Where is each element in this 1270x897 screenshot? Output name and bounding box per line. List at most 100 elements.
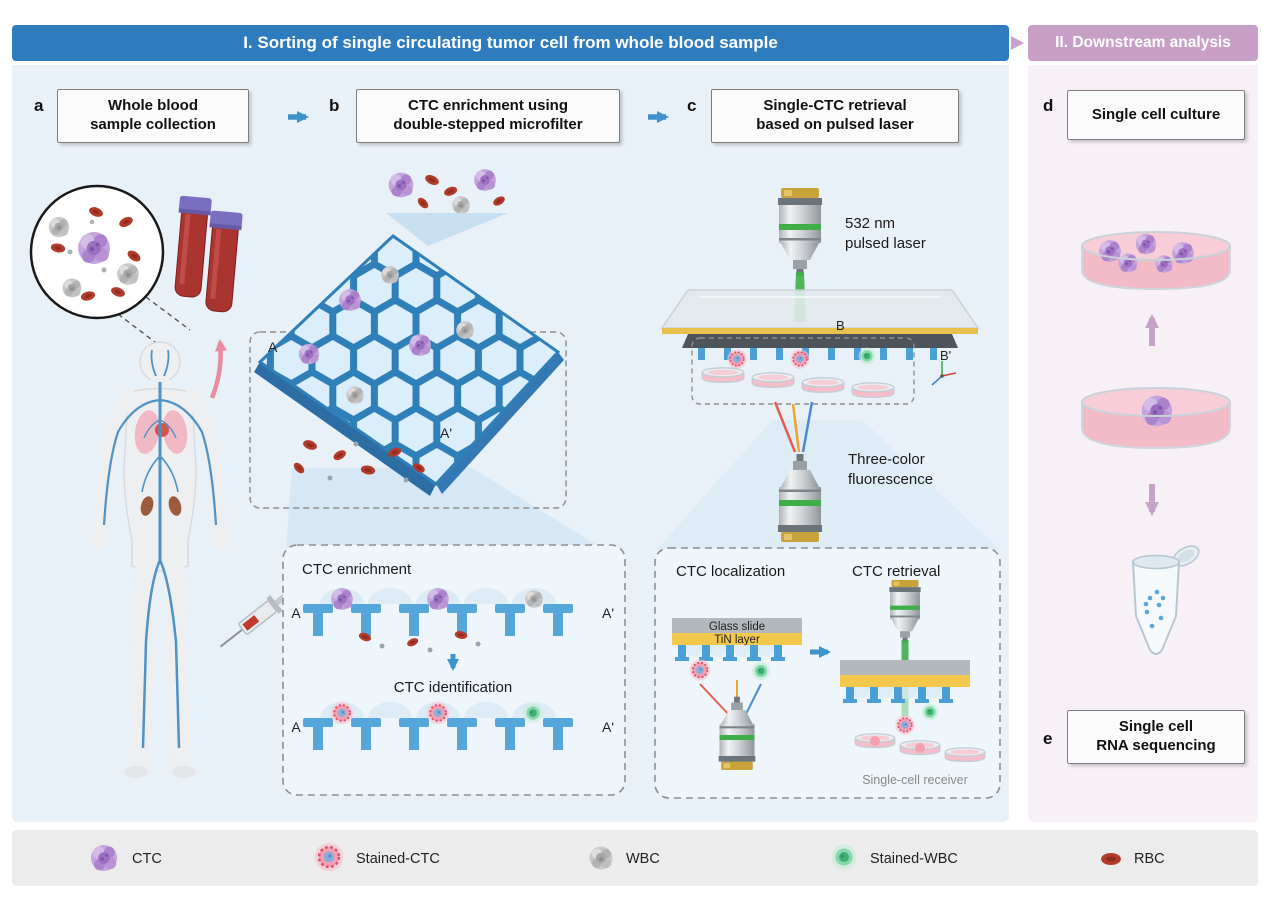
rna-dots (1143, 589, 1166, 629)
ctc-cell-icon (1141, 395, 1173, 427)
panel-b-title-box: CTC enrichment using double-stepped micr… (356, 89, 620, 143)
legend-bar (12, 830, 1258, 886)
ctc-cell-icon (298, 343, 320, 365)
receiver-dish-icon (751, 372, 795, 388)
blood-smear-circle (29, 184, 165, 320)
blood-tubes-icon (174, 195, 243, 313)
wbc-cell-icon (525, 590, 543, 608)
ctc-cell-icon (427, 588, 449, 610)
stained-ctc-cell-icon (726, 348, 748, 370)
wbc-cell-icon (48, 216, 70, 238)
ctc-cell-icon (331, 588, 353, 610)
receiver-dish-icon (944, 747, 986, 763)
panel-b-title-line2: double-stepped microfilter (393, 116, 583, 133)
stained-wbc-cell-icon (751, 661, 771, 681)
callout-line (117, 313, 169, 353)
filter-slab (682, 334, 958, 348)
collected-cell (870, 736, 880, 746)
ctc-cell-icon (1155, 255, 1173, 273)
glass-slide-bar (840, 660, 970, 675)
culture-dish-icon (1081, 231, 1231, 291)
panel-a-title-line2: sample collection (90, 116, 216, 133)
blood-draw-arrow-icon (209, 339, 227, 399)
a-prime-label: A' (602, 719, 614, 735)
legend-stained-ctc-label: Stained-CTC (356, 851, 440, 867)
syringe-icon (219, 591, 290, 648)
zoom-beam (286, 468, 600, 547)
panel-c-title-line1: Single-CTC retrieval (763, 97, 907, 115)
receiver-label: Single-cell receiver (862, 773, 968, 787)
ctc-cell-icon (1118, 253, 1138, 273)
step1-title: CTC enrichment (302, 561, 412, 578)
stained-wbc-cell-icon (921, 703, 939, 721)
a-label: A (291, 719, 301, 735)
filter-funnel (386, 213, 508, 246)
retrieval-diagram: Single-cell receiver (840, 580, 986, 787)
panel-c-letter: c (687, 96, 697, 115)
pillars (675, 645, 785, 661)
panel-b-title-line1: CTC enrichment using (407, 97, 568, 115)
wbc-cell-icon (346, 386, 364, 404)
legend-stained-wbc-label: Stained-WBC (870, 851, 958, 867)
tin-layer-bar (672, 633, 802, 645)
receiver-dish-icon (851, 382, 895, 398)
panel-d-letter: d (1043, 96, 1054, 115)
glass-slide-bar (672, 618, 802, 633)
panel-a-title-box: Whole blood sample collection (57, 89, 249, 143)
ctc-cell-icon (474, 169, 496, 191)
section2-header-title: II. Downstream analysis (1055, 34, 1231, 51)
ctc-cell-icon (1135, 233, 1157, 255)
wbc-cell-icon (117, 263, 139, 285)
laser-label-line2: pulsed laser (845, 235, 926, 252)
panel-c-illustration: 532 nm pulsed laser B B' (654, 188, 1001, 799)
rbc-cell-icon (491, 194, 507, 208)
step2-title: CTC identification (394, 679, 512, 696)
human-body-illustration (92, 341, 290, 778)
b-label: B (836, 318, 845, 333)
panel-e-title-line1: Single cell (1118, 718, 1194, 736)
section2-header: II. Downstream analysis (1028, 25, 1258, 61)
tin-layer-edge (662, 328, 978, 334)
single-cell-dish-icon (1081, 387, 1231, 450)
wbc-cell-icon (452, 196, 470, 214)
fluor-label-line1: Three-color (848, 451, 925, 468)
a-prime-label: A' (602, 605, 614, 621)
ejected-ctc-cell-icon (894, 714, 916, 736)
enrichment-inset: CTC enrichment (282, 544, 626, 796)
section-flow-arrow-icon (1011, 36, 1024, 50)
legend-stained-ctc-icon (313, 841, 345, 873)
axes-icon (931, 361, 957, 386)
panel-e-letter: e (1043, 729, 1053, 748)
laser-objective-icon (778, 188, 822, 276)
stained-ctc-cell-icon (329, 700, 355, 726)
glass-slide (660, 289, 980, 329)
sample-tube-icon (1131, 545, 1200, 655)
tin-layer-label: TiN layer (714, 634, 760, 646)
fluor-label-line2: fluorescence (848, 471, 933, 488)
panel-a-title-line1: Whole blood (108, 97, 198, 115)
panel-e-title-line2: RNA sequencing (1096, 737, 1216, 754)
localization-title: CTC localization (676, 563, 785, 580)
ctc-cell-icon (1172, 242, 1194, 264)
ctc-cell-icon (339, 289, 361, 311)
wbc-cell-icon (62, 278, 82, 298)
ctc-cell-icon (409, 334, 431, 356)
vasculature (102, 349, 218, 749)
wbc-cell-icon (381, 266, 399, 284)
panel-c-title-box: Single-CTC retrieval based on pulsed las… (711, 89, 959, 143)
legend-wbc-label: WBC (626, 851, 660, 867)
stained-wbc-cell-icon (523, 703, 543, 723)
panel-b-illustration: A A' CTC enrichment (249, 169, 626, 796)
laser-label-line1: 532 nm (845, 215, 895, 232)
legend-ctc-label: CTC (132, 851, 162, 867)
enrichment-cross-section: A A' (291, 588, 614, 653)
stained-ctc-cell-icon (425, 700, 451, 726)
a-label: A (291, 605, 301, 621)
chip-assembly: B B' (660, 289, 980, 370)
panel-a-letter: a (34, 96, 44, 115)
section1-header: I. Sorting of single circulating tumor c… (12, 25, 1009, 61)
receiver-region-outline (691, 337, 915, 405)
stained-ctc-cell-icon (789, 348, 811, 370)
